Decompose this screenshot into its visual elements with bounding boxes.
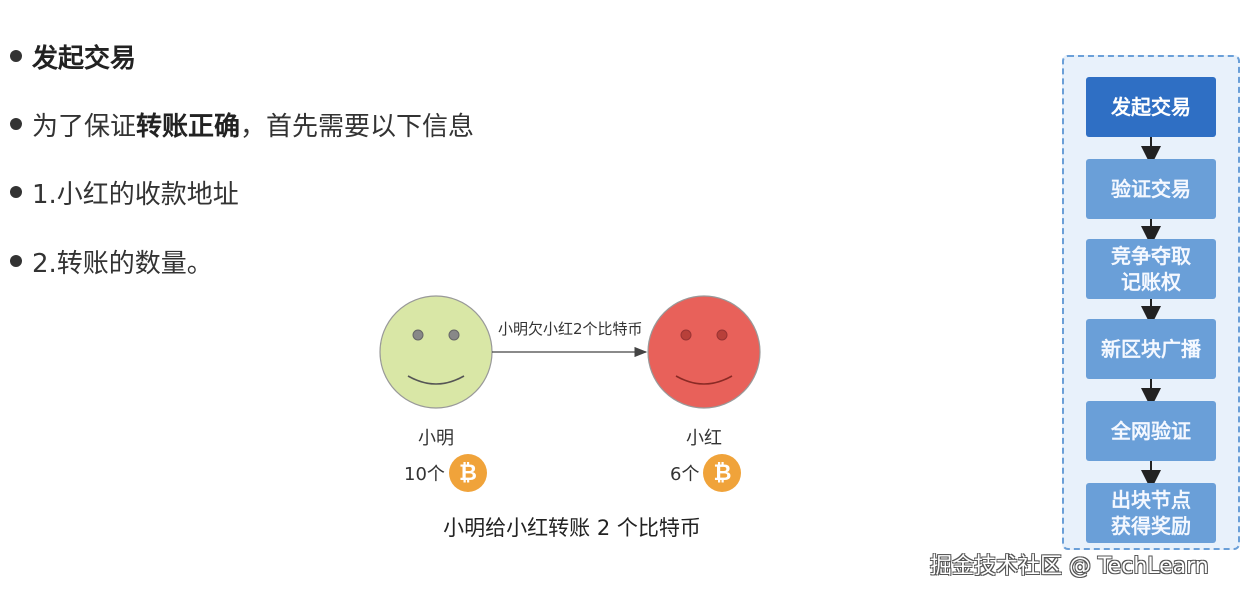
bullet-text-post: ，首先需要以下信息 — [240, 111, 475, 142]
xiaoming-coins: 10个 ₿ — [404, 454, 487, 492]
watermark: 掘金技术社区 @ TechLearn — [930, 554, 1209, 579]
xiaohong-coins: 6个 ₿ — [670, 454, 742, 492]
step-label: 验证交易 — [1111, 177, 1191, 201]
bullet-text-pre: 为了保证 — [32, 111, 137, 142]
bullet-text-pre: 2.转账的数量。 — [32, 248, 213, 279]
xiaohong-coin-count: 6个 — [670, 464, 700, 485]
bullet-item: 2.转账的数量。 — [10, 241, 213, 281]
arrow-label: 小明欠小红2个比特币 — [498, 320, 643, 338]
step-label-line2: 记账权 — [1121, 270, 1181, 294]
bitcoin-icon: ₿ — [448, 454, 487, 492]
illustration-caption: 小明给小红转账 2 个比特币 — [443, 516, 701, 540]
step-label: 出块节点 — [1111, 488, 1191, 512]
bullet-item: 发起交易 — [10, 36, 136, 76]
step-label: 竞争夺取 — [1111, 244, 1191, 268]
bullet-text-bold: 发起交易 — [32, 43, 137, 74]
flow-step-reward: 出块节点获得奖励 — [1086, 483, 1216, 543]
transaction-flow: 发起交易 验证交易 竞争夺取记账权 新区块广播 全网验证 出块节点获得奖励 — [1062, 55, 1240, 550]
flow-arrows-svg — [1141, 137, 1161, 490]
bullet-item: 为了保证转账正确，首先需要以下信息 — [10, 104, 474, 144]
flow-step-broadcast: 新区块广播 — [1086, 319, 1216, 379]
bullet-text-pre: 1.小红的收款地址 — [32, 179, 239, 210]
xiaoming-coin-count: 10个 — [404, 464, 445, 485]
bullet-text-bold: 转账正确 — [136, 111, 241, 142]
xiaohong-face — [647, 295, 761, 409]
flow-step-network-verify: 全网验证 — [1086, 401, 1216, 461]
transfer-illustration: 小明欠小红2个比特币 小明 10个 ₿ 小红 6个 ₿ 小明给小红转账 2 个比… — [352, 290, 772, 560]
bullet-dot-icon — [10, 118, 22, 130]
xiaohong-name: 小红 — [686, 428, 722, 449]
bullet-dot-icon — [10, 186, 22, 198]
step-label: 发起交易 — [1111, 95, 1191, 119]
flow-step-initiate: 发起交易 — [1086, 77, 1216, 137]
step-label: 全网验证 — [1111, 419, 1191, 443]
flow-step-compete: 竞争夺取记账权 — [1086, 239, 1216, 299]
xiaoming-name: 小明 — [418, 428, 454, 449]
faces-svg — [379, 295, 761, 409]
step-label: 新区块广播 — [1101, 337, 1201, 361]
bullet-dot-icon — [10, 255, 22, 267]
xiaoming-face — [379, 295, 493, 409]
bullet-item: 1.小红的收款地址 — [10, 172, 239, 212]
bitcoin-icon: ₿ — [703, 454, 742, 492]
flow-step-verify: 验证交易 — [1086, 159, 1216, 219]
step-label-line2: 获得奖励 — [1111, 514, 1191, 538]
bullet-dot-icon — [10, 50, 22, 62]
